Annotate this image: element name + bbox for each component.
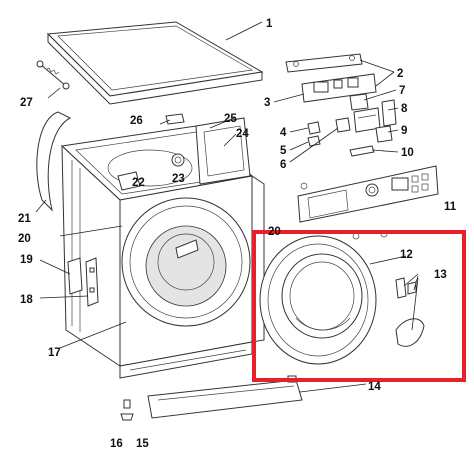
control-boards xyxy=(285,53,397,157)
callout-20: 20 xyxy=(18,233,31,245)
door-assembly xyxy=(259,230,388,365)
callout-16: 16 xyxy=(110,438,123,450)
hook-spring xyxy=(36,60,70,90)
callout-partial-20: 20 xyxy=(268,226,281,238)
callout-21: 21 xyxy=(18,213,31,225)
cabinet xyxy=(60,113,265,379)
highlight-box xyxy=(252,230,466,382)
callout-11: 11 xyxy=(444,201,457,213)
callout-10: 10 xyxy=(401,147,414,159)
callout-19: 19 xyxy=(20,254,33,266)
control-panel xyxy=(297,165,439,223)
callout-4: 4 xyxy=(280,127,287,139)
foot-screw xyxy=(120,399,134,421)
callout-23: 23 xyxy=(172,173,185,185)
callout-9: 9 xyxy=(401,125,407,137)
callout-25: 25 xyxy=(224,113,237,125)
callout-labels: 1 2 3 4 5 6 7 8 9 10 11 12 13 14 15 16 1… xyxy=(18,18,457,450)
rear-ring xyxy=(36,111,72,212)
kickplate xyxy=(147,375,303,419)
callout-22: 22 xyxy=(132,177,145,189)
callout-6: 6 xyxy=(280,159,286,171)
hinge-handle xyxy=(67,257,99,307)
callout-17: 17 xyxy=(48,347,61,359)
callout-7: 7 xyxy=(399,85,405,97)
callout-18: 18 xyxy=(20,294,33,306)
callout-15: 15 xyxy=(136,438,149,450)
callout-8: 8 xyxy=(401,103,408,115)
callout-3: 3 xyxy=(264,97,270,109)
top-lid xyxy=(46,21,264,105)
callout-1: 1 xyxy=(266,18,273,30)
callout-5: 5 xyxy=(280,145,287,157)
callout-12: 12 xyxy=(400,249,413,261)
callout-26: 26 xyxy=(130,115,143,127)
callout-2: 2 xyxy=(397,68,403,80)
callout-13: 13 xyxy=(434,269,447,281)
leader-lines xyxy=(35,21,419,393)
callout-14: 14 xyxy=(368,381,381,393)
callout-24: 24 xyxy=(236,128,249,140)
door-hinge-parts xyxy=(395,277,425,347)
callout-27: 27 xyxy=(20,97,33,109)
